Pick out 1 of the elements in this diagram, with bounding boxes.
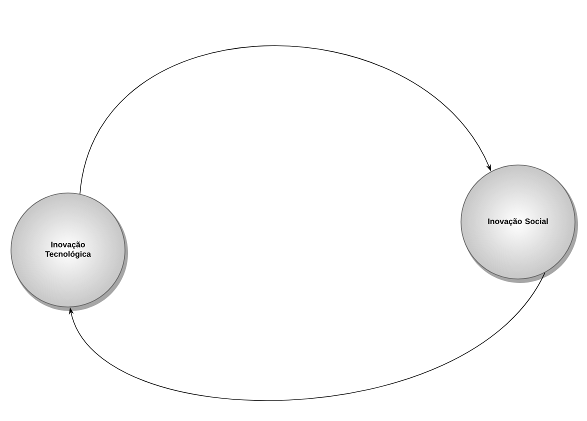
- arrow: [68, 272, 546, 400]
